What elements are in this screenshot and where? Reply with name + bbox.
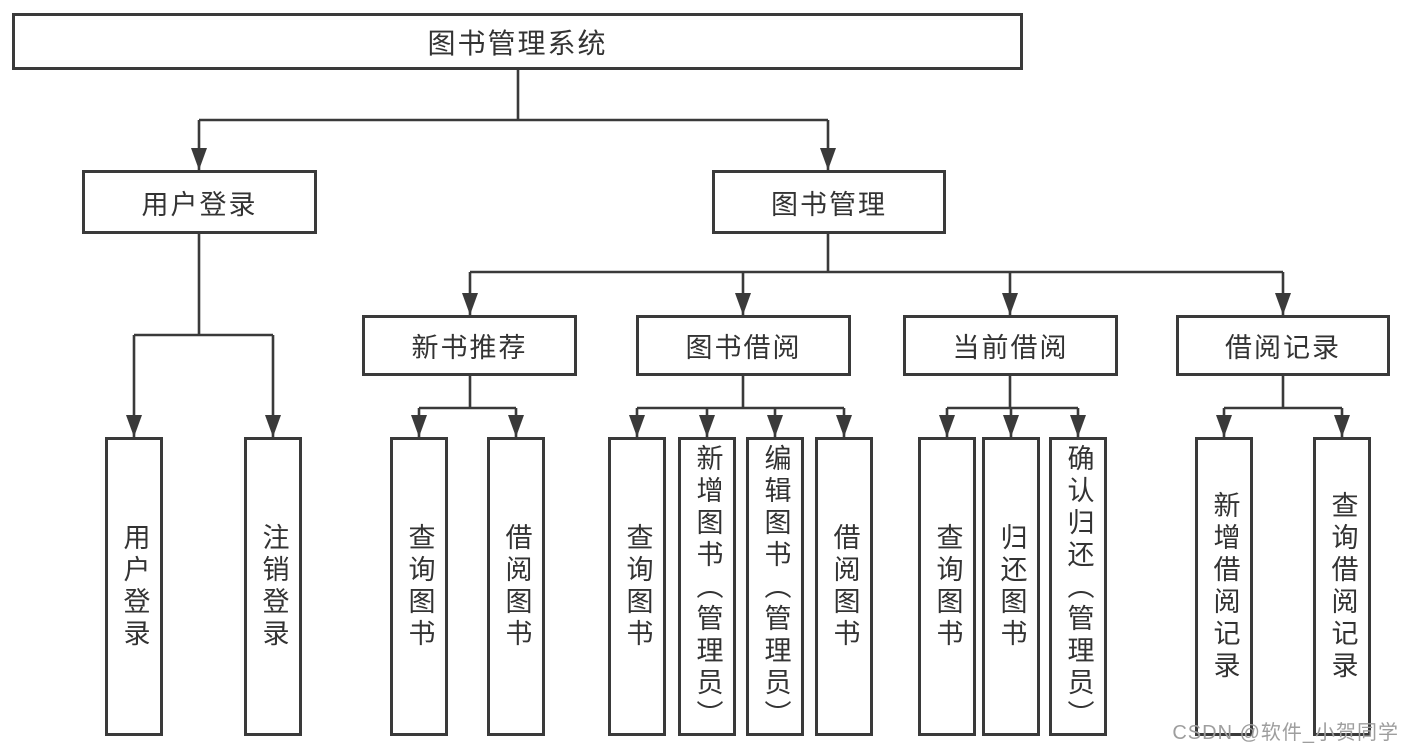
node-borrowing-records: 借阅记录 [1176,315,1390,376]
node-label: 借阅图书 [829,522,860,651]
node-current-borrowing: 当前借阅 [903,315,1118,376]
leaf-query-books-3: 查询图书 [918,437,976,736]
node-label: 新增借阅记录 [1209,490,1240,683]
node-label: 借阅图书 [501,522,532,651]
node-book-management: 图书管理 [712,170,946,234]
node-label: 图书借阅 [685,333,802,363]
node-label: 注销登录 [258,522,289,651]
node-label: 查询借阅记录 [1327,490,1358,683]
node-label: 新书推荐 [411,333,528,363]
leaf-add-borrow-record: 新增借阅记录 [1195,437,1253,736]
leaf-confirm-return-admin: 确认归还（管理员） [1049,437,1107,736]
node-label: 归还图书 [996,522,1027,651]
node-label: 图书管理系统 [427,27,608,59]
csdn-watermark: CSDN @软件_小贺同学 [1172,722,1399,744]
leaf-query-borrow-record: 查询借阅记录 [1313,437,1371,736]
node-book-borrowing: 图书借阅 [636,315,851,376]
node-label: 用户登录 [119,522,150,651]
node-label: 借阅记录 [1225,333,1341,363]
leaf-borrow-books-2: 借阅图书 [815,437,873,736]
leaf-return-book: 归还图书 [982,437,1040,736]
node-label: 查询图书 [404,522,435,651]
node-library-management-system: 图书管理系统 [12,13,1023,70]
leaf-edit-book-admin: 编辑图书（管理员） [746,437,804,736]
node-user-login-group: 用户登录 [82,170,317,234]
leaf-query-books-1: 查询图书 [390,437,448,736]
leaf-logout: 注销登录 [244,437,302,736]
leaf-add-book-admin: 新增图书（管理员） [678,437,736,736]
leaf-borrow-books-1: 借阅图书 [487,437,545,736]
node-label: 查询图书 [932,522,963,651]
node-label: 新增图书（管理员） [692,443,723,732]
node-label: 用户登录 [141,189,258,220]
node-label: 当前借阅 [952,333,1069,363]
node-label: 确认归还（管理员） [1063,443,1094,732]
leaf-query-books-2: 查询图书 [608,437,666,736]
node-label: 查询图书 [622,522,653,651]
node-label: 图书管理 [771,189,887,220]
leaf-user-login: 用户登录 [105,437,163,736]
node-new-book-recommendation: 新书推荐 [362,315,577,376]
node-label: 编辑图书（管理员） [760,443,791,732]
